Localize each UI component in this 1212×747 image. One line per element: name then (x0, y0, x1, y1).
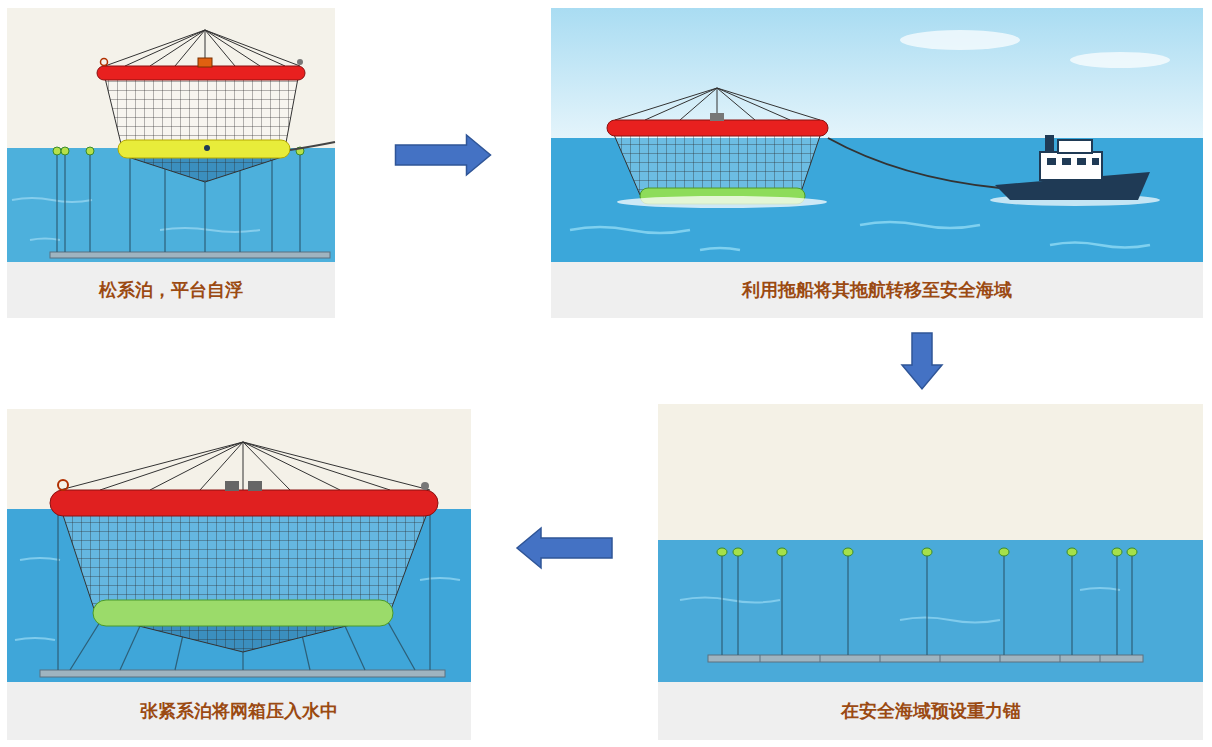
scene-tensioned-mooring (7, 409, 471, 682)
caption-bar: 在安全海域预设重力锚 (658, 682, 1203, 740)
step-caption: 在安全海域预设重力锚 (833, 699, 1029, 723)
step-caption: 利用拖船将其拖航转移至安全海域 (734, 278, 1020, 302)
caption-bar: 张紧系泊将网箱压入水中 (7, 682, 471, 740)
caption-bar: 利用拖船将其拖航转移至安全海域 (551, 262, 1203, 318)
step-panel: 利用拖船将其拖航转移至安全海域 (551, 8, 1203, 318)
scene-towing (551, 8, 1203, 262)
caption-bar: 松系泊，平台自浮 (7, 262, 335, 318)
step-caption: 松系泊，平台自浮 (91, 278, 251, 302)
flow-arrow (902, 333, 942, 389)
step-panel: 在安全海域预设重力锚 (658, 404, 1203, 740)
scene-loose-mooring (7, 8, 335, 262)
step-panel: 松系泊，平台自浮 (7, 8, 335, 318)
scene-gravity-anchor (658, 404, 1203, 682)
flow-arrow (517, 528, 612, 568)
flow-arrow (396, 135, 491, 175)
step-caption: 张紧系泊将网箱压入水中 (132, 699, 346, 723)
step-panel: 张紧系泊将网箱压入水中 (7, 409, 471, 740)
